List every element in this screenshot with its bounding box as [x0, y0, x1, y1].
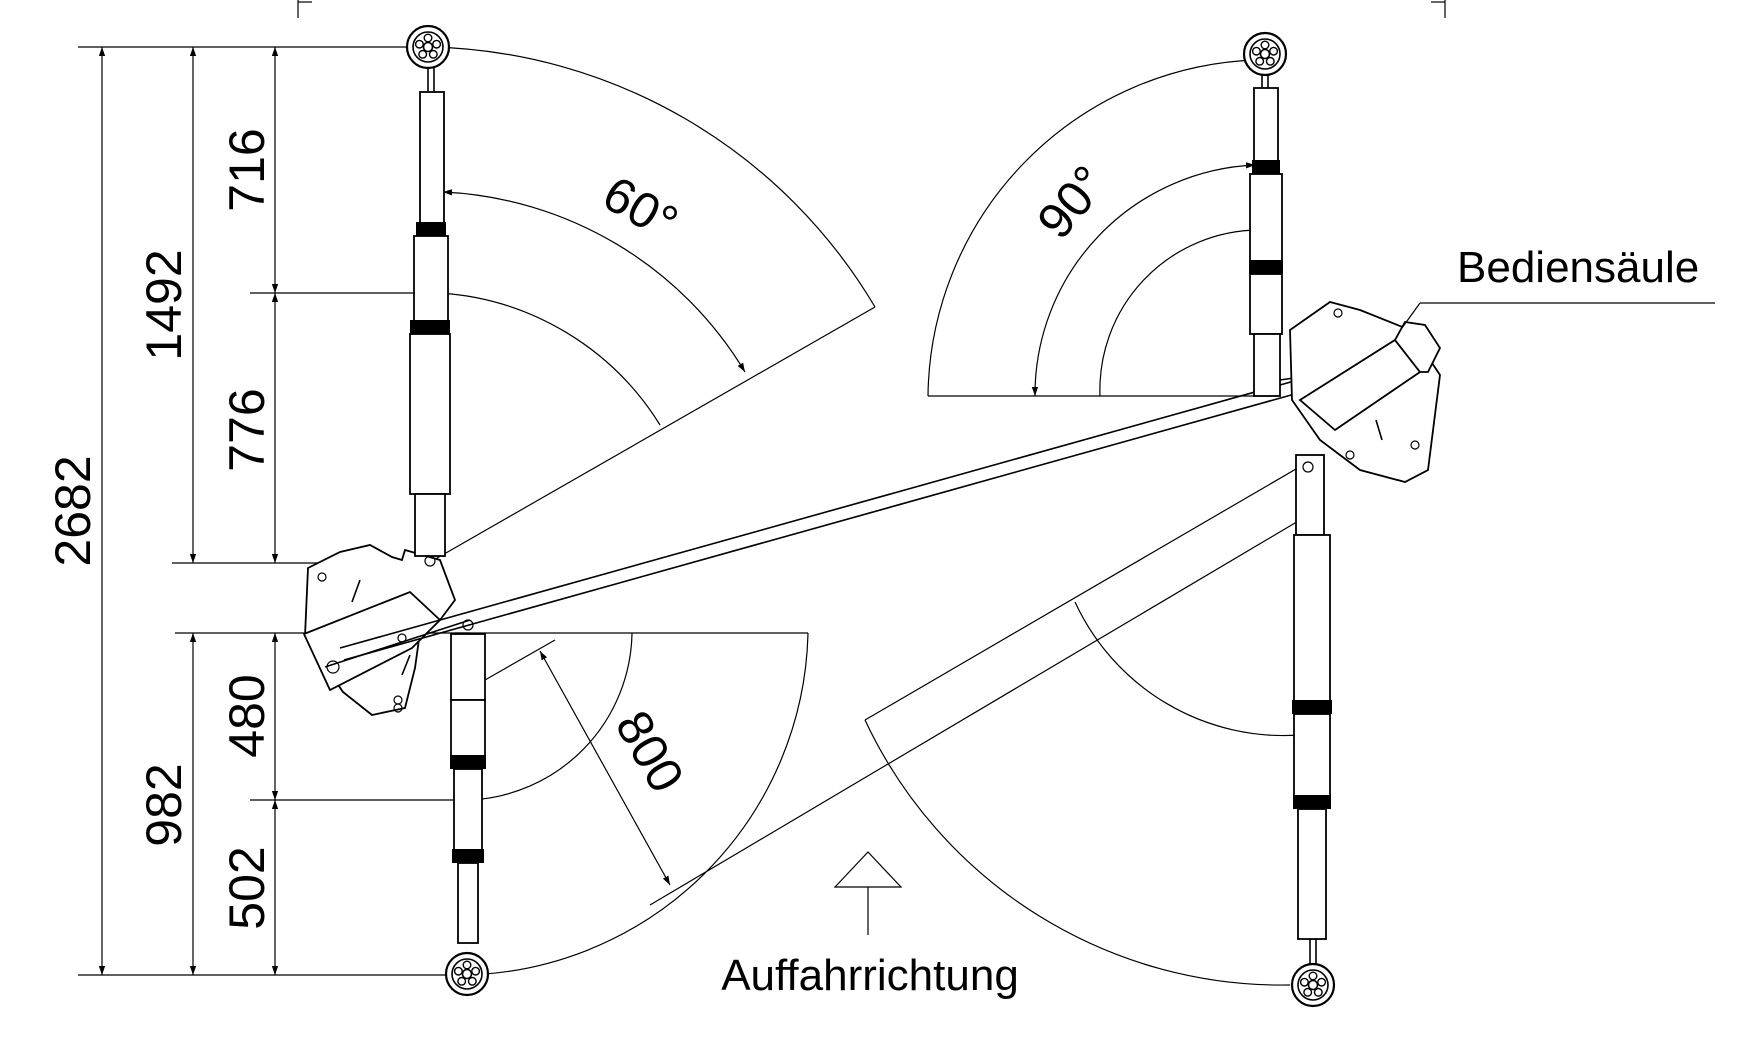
- drive-direction-label: Auffahrrichtung: [721, 951, 1019, 1000]
- right-upper-pad: [1242, 31, 1288, 77]
- drive-direction-arrow: [833, 851, 903, 935]
- dim-upper-top: 716: [219, 128, 275, 211]
- dimension-values: 2682 1492 716 776 982 480 502 800: [45, 128, 695, 929]
- left-upper-arm: [409, 60, 451, 567]
- dim-lower-span: 982: [136, 763, 192, 846]
- left-upper-pad: [405, 24, 451, 70]
- dim-upper-span: 1492: [136, 249, 192, 360]
- left-lower-arm: [450, 619, 486, 944]
- control-column-label: Bediensäule: [1457, 243, 1699, 292]
- dim-reach: 800: [605, 701, 695, 801]
- right-column: [1289, 301, 1715, 483]
- dim-upper-bottom: 776: [219, 388, 275, 471]
- right-lower-arm: [1292, 454, 1332, 970]
- overhead-crossbar: [339, 357, 1411, 661]
- swing-arcs: [424, 46, 1321, 986]
- left-lower-pad: [444, 951, 490, 997]
- right-lower-pad: [1290, 962, 1336, 1008]
- angle-right-arm: 90°: [1026, 155, 1118, 249]
- dimension-lines: [78, 46, 470, 976]
- top-edge-ticks: [297, 0, 1446, 18]
- dim-lower-top: 480: [219, 674, 275, 757]
- dim-lower-bottom: 502: [219, 846, 275, 929]
- right-upper-arm: [1249, 60, 1283, 397]
- left-control-box: [302, 590, 471, 713]
- dim-total: 2682: [45, 455, 101, 566]
